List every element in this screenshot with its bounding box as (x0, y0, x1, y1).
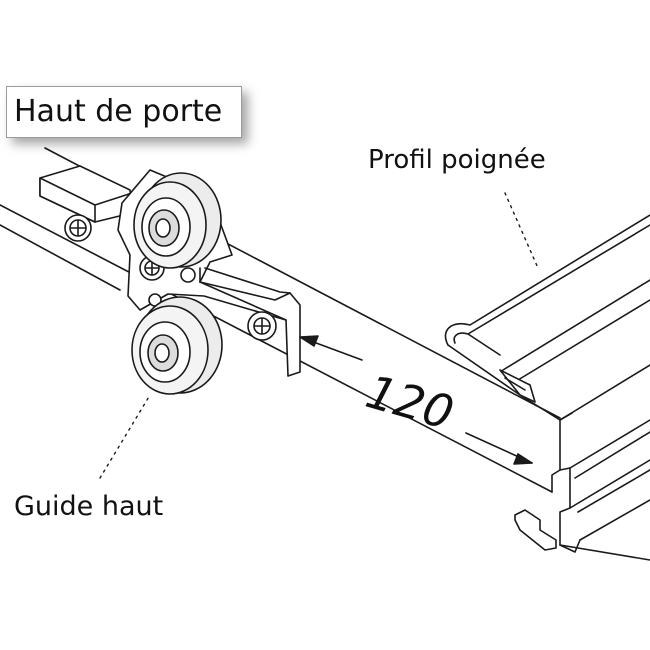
top-guide-label: Guide haut (14, 491, 164, 522)
door-top-label: Haut de porte (14, 94, 223, 129)
lower-roller (131, 296, 223, 395)
dimension-arrows (299, 335, 533, 465)
upper-roller (133, 172, 222, 269)
leader-lines (99, 192, 539, 479)
door-top-label-box (6, 86, 242, 138)
handle-profile-label: Profil poignée (368, 145, 546, 175)
handle-profile (444, 214, 650, 561)
